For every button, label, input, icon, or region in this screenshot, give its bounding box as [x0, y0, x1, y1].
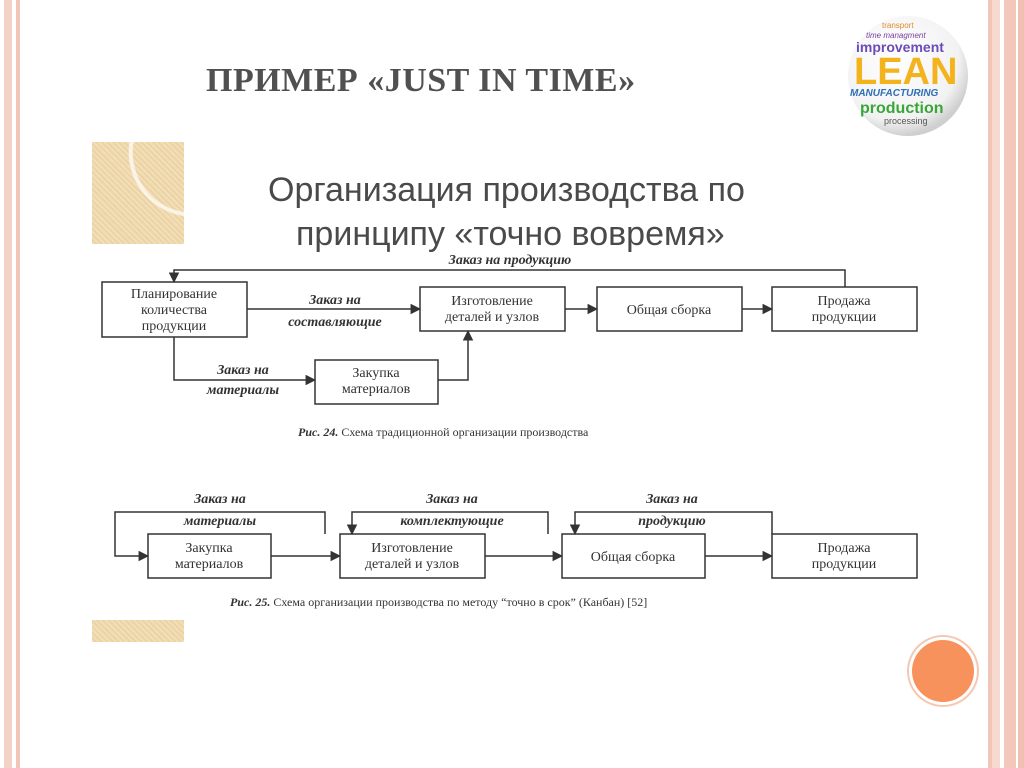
node-sales [771, 286, 918, 332]
edge-label-order-products-2-line-1: Заказ на [645, 492, 698, 507]
logo-word-6: processing [884, 116, 928, 126]
node-purchase-line-1: Закупка [352, 366, 400, 381]
headline-line-1: Организация производства по [268, 171, 745, 209]
diagram-kanban-labels: Закупка материалов Изготовление деталей … [175, 492, 877, 609]
edge-label-order-kits-2-line-2: комплектующие [400, 514, 503, 529]
edge-label-order-kits-2-line-1: Заказ на [425, 492, 478, 507]
diagram-headline: Организация производства по принципу «то… [268, 168, 868, 256]
node-sales-2-line-1: Продажа [818, 541, 872, 556]
right-border-stripes [992, 0, 1024, 768]
node-parts-line-1: Изготовление [451, 294, 533, 309]
node-assembly [596, 286, 743, 332]
diagram-traditional-labels: Планирование количества продукции Изгото… [131, 253, 877, 439]
node-sales-line-1: Продажа [818, 294, 872, 309]
node-sales-2-line-2: продукции [812, 557, 877, 572]
logo-word-4: MANUFACTURING [850, 88, 939, 99]
edge-label-order-materials-2-line-1: Заказ на [193, 492, 246, 507]
node-planning-line-2: количества [141, 303, 208, 318]
edge-order-materials [173, 337, 317, 386]
figure-number-24: Рис. 24. [298, 425, 338, 439]
diagram-kanban [114, 511, 918, 579]
edge-label-order-materials-line-1: Заказ на [216, 363, 269, 378]
decorative-orange-circle [912, 640, 974, 702]
decorative-note-block-top [92, 142, 184, 244]
diagram-traditional [101, 269, 918, 405]
node-planning-line-3: продукции [142, 319, 207, 334]
logo-word-0: transport [882, 21, 914, 30]
edge-label-order-materials-2-line-2: материалы [183, 514, 256, 529]
logo-word-3: LEAN [854, 51, 957, 93]
decorative-note-block-bottom [92, 620, 184, 642]
node-purchase-2-line-2: материалов [175, 557, 244, 572]
node-assembly-line-1: Общая сборка [627, 303, 712, 318]
edge-label-order-components-line-1: Заказ на [308, 293, 361, 308]
edge-label-order-products: Заказ на продукцию [448, 253, 572, 268]
figure-caption-24: Рис. 24. Схема традиционной организации … [298, 425, 589, 439]
node-sales-line-2: продукции [812, 310, 877, 325]
lean-word-cloud-logo: transport time managment improvement LEA… [848, 16, 968, 136]
logo-word-1: time managment [866, 31, 926, 40]
node-parts-2-line-1: Изготовление [371, 541, 453, 556]
node-assembly-2-line-1: Общая сборка [591, 550, 676, 565]
node-parts-2-line-2: деталей и узлов [365, 557, 460, 572]
slide-title: ПРИМЕР «JUST IN TIME» [206, 62, 636, 99]
figure-text-24: Схема традиционной организации производс… [341, 425, 589, 439]
logo-word-2: improvement [856, 39, 944, 55]
figure-text-25: Схема организации производства по методу… [273, 595, 647, 609]
edge-order-products-2 [569, 511, 773, 536]
edge-order-kits-2 [346, 511, 549, 536]
headline-line-2: принципу «точно вовремя» [296, 215, 725, 254]
node-purchase-line-2: материалов [342, 382, 411, 397]
edge-purchase-parts [438, 329, 474, 381]
edge-label-order-products-2-line-2: продукцию [638, 514, 705, 529]
node-purchase-2 [147, 533, 272, 579]
node-purchase-2-line-1: Закупка [185, 541, 233, 556]
node-planning-line-1: Планирование [131, 287, 217, 302]
edge-label-order-components-line-2: составляющие [288, 315, 382, 330]
figure-number-25: Рис. 25. [230, 595, 270, 609]
edge-label-order-materials-line-2: материалы [206, 383, 279, 398]
left-border-stripe [0, 0, 16, 768]
edge-order-products [168, 269, 846, 287]
edge-order-materials-2 [114, 511, 326, 562]
figure-caption-25: Рис. 25. Схема организации производства … [230, 595, 647, 609]
node-sales-2 [771, 533, 918, 579]
node-purchase [314, 359, 439, 405]
logo-word-5: production [860, 100, 944, 117]
node-parts-line-2: деталей и узлов [445, 310, 540, 325]
node-parts-2 [339, 533, 486, 579]
